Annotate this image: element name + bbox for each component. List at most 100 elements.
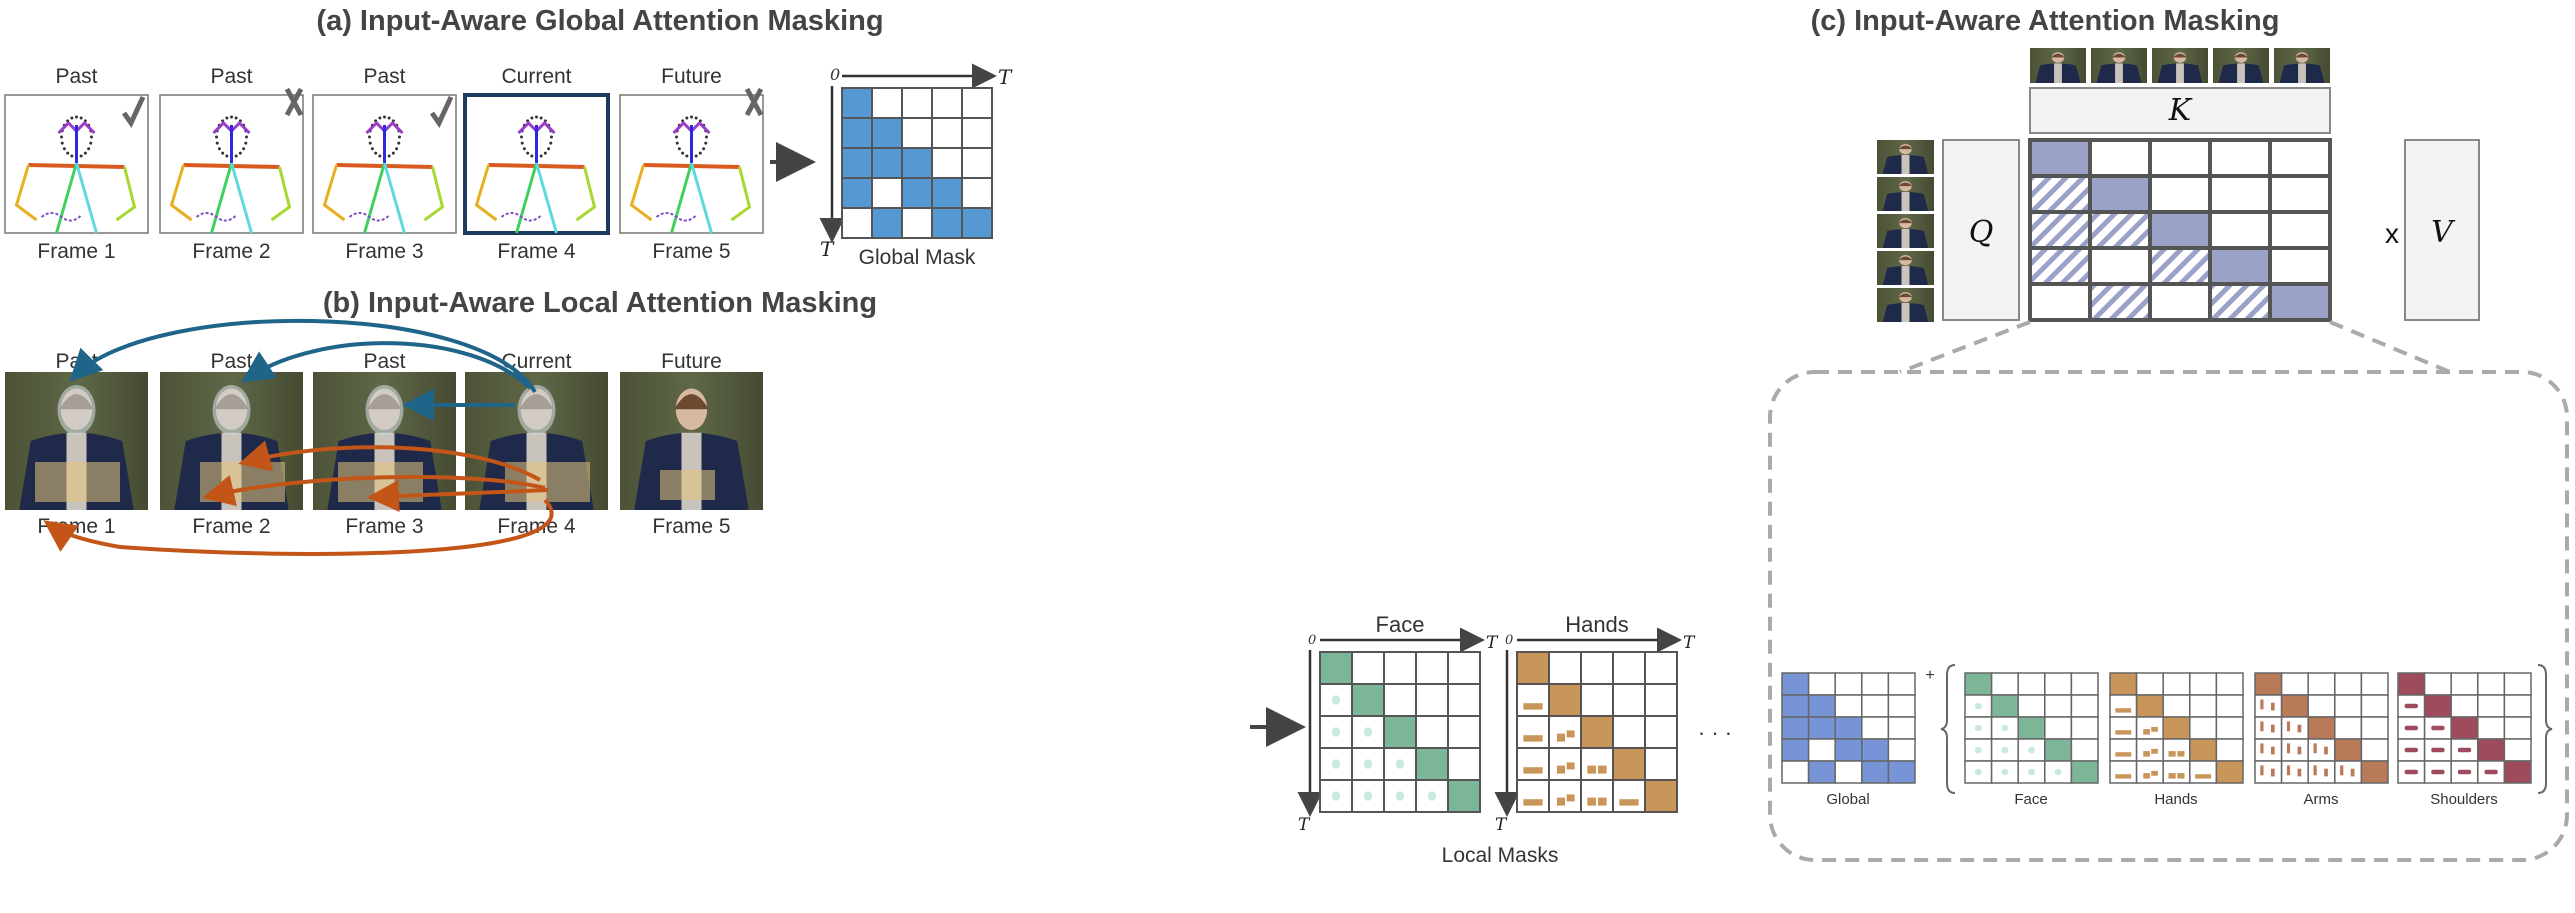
mask-cell	[1781, 738, 1810, 762]
arm-mark	[2286, 765, 2291, 776]
keypoint	[522, 147, 526, 151]
left-arm-line	[474, 164, 498, 222]
keypoint	[238, 151, 242, 155]
person-shirt	[2054, 63, 2062, 83]
mask-cell	[2280, 738, 2309, 762]
mask-cell	[1383, 715, 1417, 749]
mask-cell	[931, 147, 963, 179]
hand-mark	[1523, 703, 1543, 710]
key-frame-thumbnail	[2030, 48, 2086, 83]
arrow-current-to-frame2-face	[241, 341, 532, 390]
frame-time-label: Current	[501, 65, 571, 88]
keypoint	[520, 141, 524, 145]
mask-cell	[1964, 672, 1993, 696]
mask-cell	[2268, 210, 2332, 250]
shoulder-mark	[2457, 747, 2472, 753]
shoulder-mark	[2404, 725, 2418, 731]
mask-cell	[2109, 760, 2138, 784]
panel-a-title: (a) Input-Aware Global Attention Masking	[316, 5, 883, 37]
keypoint	[690, 115, 693, 119]
mask-cell	[1861, 760, 1890, 784]
keypoint	[397, 141, 401, 145]
hand-mark	[2143, 729, 2150, 735]
person-hair	[2295, 53, 2309, 58]
keypoint	[89, 141, 93, 145]
face-dot-mark	[2028, 768, 2035, 776]
hand-region-highlight	[660, 470, 715, 500]
mask-cell	[2215, 672, 2244, 696]
arrow-current-to-frame2-hands-lower	[202, 474, 546, 507]
face-dot-mark	[1427, 791, 1437, 801]
keypoint	[530, 154, 534, 158]
arm-mark	[2260, 765, 2264, 776]
hand-mark	[2177, 751, 2185, 757]
mask-cell	[2017, 716, 2046, 740]
keypoint	[217, 147, 221, 151]
mask-cell	[901, 207, 933, 239]
mask-cell	[2334, 760, 2363, 784]
frame-time-label: Current	[501, 350, 571, 373]
mask-cell	[2280, 694, 2309, 718]
mask-cell	[841, 87, 873, 119]
arm-mark	[2324, 768, 2328, 777]
mask-cell	[2268, 174, 2332, 214]
mask-cell	[841, 177, 873, 209]
mask-cell	[2189, 738, 2218, 762]
mask-cell	[1580, 683, 1614, 717]
breakdown-mask-grid	[2254, 672, 2389, 784]
mask-cell	[2028, 174, 2092, 214]
breakdown-mask-label: Hands	[2154, 791, 2197, 808]
shoulder-mark	[2431, 747, 2445, 753]
keypoint	[79, 154, 83, 158]
mask-cell	[2088, 282, 2152, 322]
hand-mark	[1523, 767, 1543, 774]
mask-cell	[1887, 716, 1916, 740]
keypoint	[368, 141, 372, 145]
frame-label: Frame 4	[497, 240, 576, 263]
hand-keypoints	[40, 212, 83, 222]
face-dot-mark	[1974, 768, 1982, 776]
face-region-highlight	[57, 385, 96, 435]
key-label: K	[2168, 93, 2193, 128]
person-hair	[2173, 53, 2187, 58]
face-dot-mark	[1974, 746, 1982, 754]
mask-cell	[2477, 716, 2506, 740]
breakdown-mask-label: Shoulders	[2430, 791, 2498, 808]
local-masks-label: Local Masks	[1442, 844, 1559, 867]
face-dot-mark	[2028, 746, 2035, 754]
person-hair	[1898, 182, 1913, 187]
mask-cell	[1415, 651, 1449, 685]
shoulder-mark	[2404, 769, 2418, 775]
arrow-current-to-frame1-hands	[43, 498, 554, 556]
hand-mark	[1523, 799, 1543, 806]
keypoint	[675, 141, 679, 145]
mask-cell	[901, 177, 933, 209]
frame-label: Frame 4	[497, 515, 576, 538]
local-mask-grid	[1319, 651, 1481, 813]
face-dot-mark	[2001, 746, 2009, 754]
keypoint	[526, 151, 530, 155]
keypoint	[698, 151, 702, 155]
mask-cell	[1644, 683, 1678, 717]
zoom-guide-line	[2329, 320, 2451, 374]
mask-cell	[961, 147, 993, 179]
keypoint	[543, 151, 547, 155]
mask-cell	[2148, 282, 2212, 322]
mask-cell	[1781, 760, 1810, 784]
breakdown-mask-label: Arms	[2304, 791, 2339, 808]
query-frame-thumbnail	[1877, 177, 1934, 211]
keypoint	[245, 135, 248, 139]
arm-mark	[2270, 746, 2275, 755]
key-frame-thumbnail	[2213, 48, 2269, 83]
breakdown-mask-shoulders: Shoulders	[2397, 672, 2532, 808]
breakdown-mask-grid	[1964, 672, 2099, 784]
mask-cell	[1319, 651, 1353, 685]
mask-cell	[1415, 747, 1449, 781]
axis-end: T	[820, 237, 835, 261]
hand-mark	[1597, 765, 1607, 774]
mask-cell	[961, 177, 993, 209]
axis-end: T	[1298, 815, 1311, 835]
